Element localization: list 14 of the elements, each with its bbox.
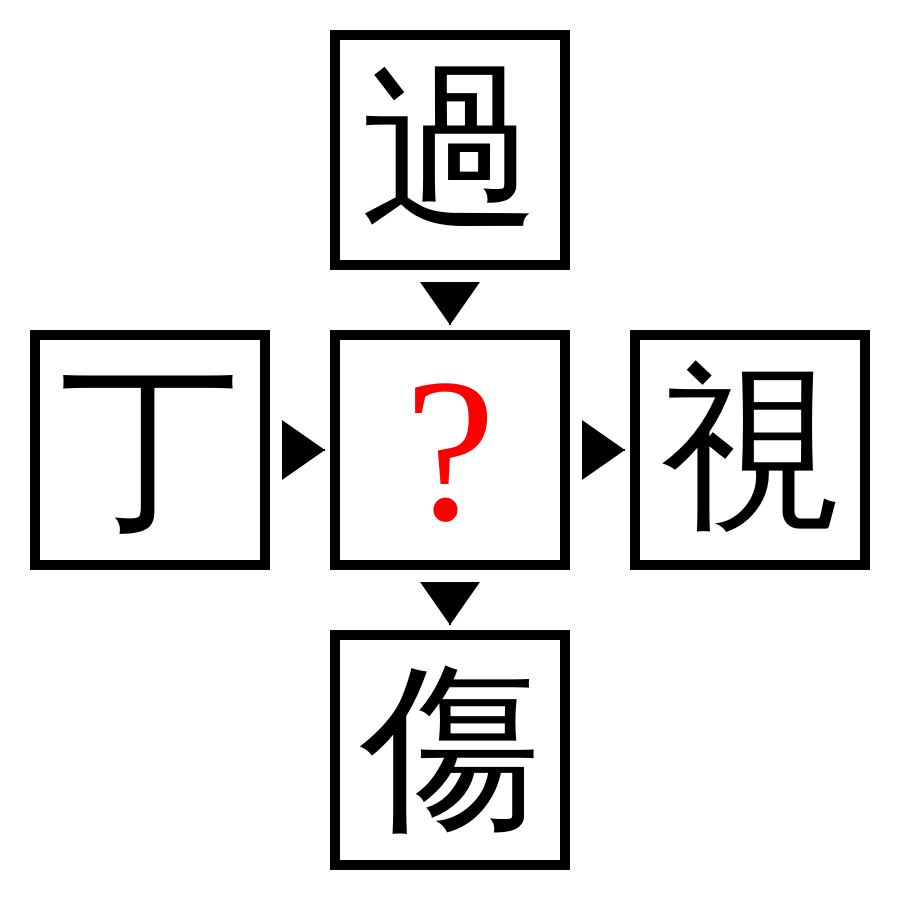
arrow xyxy=(420,282,480,325)
character-box xyxy=(30,330,270,570)
kanji-character: 丁 xyxy=(60,360,240,540)
character-box xyxy=(330,30,570,270)
character-box xyxy=(630,330,870,570)
kanji-character: 傷 xyxy=(360,660,540,840)
kanji-character: 過 xyxy=(360,60,540,240)
question-mark: ? xyxy=(404,348,496,552)
arrow xyxy=(420,582,480,625)
arrow xyxy=(282,420,325,480)
arrow xyxy=(582,420,625,480)
character-box xyxy=(330,330,570,570)
character-box xyxy=(330,630,570,870)
kanji-character: 視 xyxy=(660,360,840,540)
